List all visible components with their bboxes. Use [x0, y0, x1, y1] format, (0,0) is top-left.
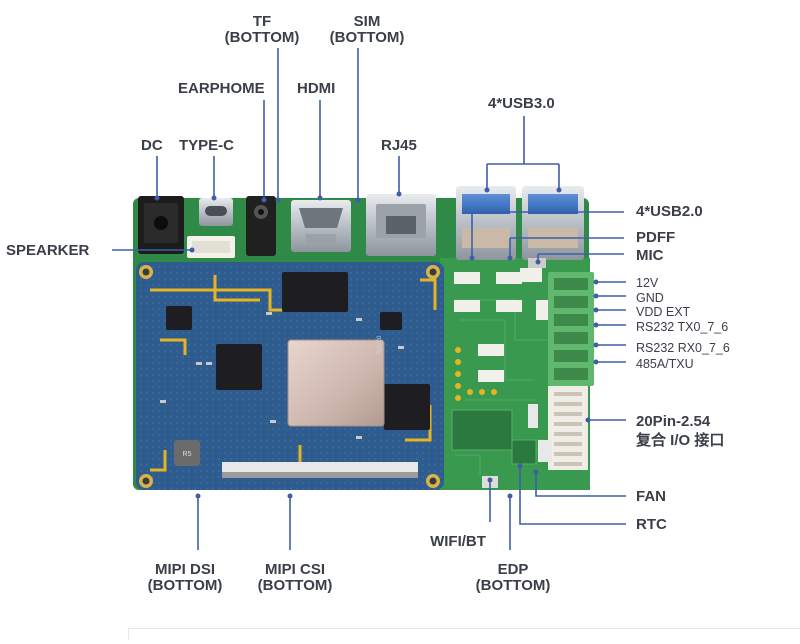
label-speaker: SPEARKER [6, 242, 90, 259]
right-components [451, 258, 594, 488]
label-typec: TYPE-C [179, 137, 235, 154]
label-gnd: GND [636, 291, 664, 305]
label-mic: MIC [636, 247, 664, 264]
label-dc: DC [141, 137, 163, 154]
typec-port [199, 198, 233, 226]
label-usb3: 4*USB3.0 [488, 95, 555, 112]
label-vdd-ext: VDD EXT [636, 305, 691, 319]
label-rj45: RJ45 [381, 137, 417, 154]
label-tf-title: TF [252, 13, 272, 30]
label-mipi-csi: MIPI CSI (BOTTOM) [258, 562, 333, 594]
label-mipi-dsi: MIPI DSI (BOTTOM) [148, 562, 223, 594]
label-hdmi: HDMI [297, 80, 336, 97]
leader-lines [112, 48, 626, 550]
label-mipi-dsi-sub: (BOTTOM) [147, 577, 223, 594]
label-mipi-dsi-title: MIPI DSI [154, 561, 215, 578]
label-20pin-sub: 复合 I/O 接口 [636, 432, 725, 449]
label-sim-title: SIM [353, 13, 381, 30]
leader-dots [154, 187, 599, 499]
label-20pin-title: 20Pin-2.54 [636, 413, 711, 430]
label-12v: 12V [636, 276, 659, 290]
label-earphone: EARPHOME [178, 80, 265, 97]
label-wifi-bt: WIFI/BT [430, 533, 486, 550]
dc-jack [138, 196, 184, 254]
svg-text:R5: R5 [183, 451, 192, 458]
label-20pin: 20Pin-2.54 复合 I/O 接口 [636, 412, 724, 450]
label-rs232-tx: RS232 TX0_7_6 [636, 320, 729, 334]
label-mipi-csi-sub: (BOTTOM) [257, 577, 333, 594]
label-rtc: RTC [636, 516, 667, 533]
earphone-jack [246, 196, 276, 256]
label-rs232-rx: RS232 RX0_7_6 [636, 341, 730, 355]
label-tf: TF (BOTTOM) [225, 14, 300, 46]
label-485a: 485A/TXU [636, 357, 694, 371]
image-frame-edge [128, 628, 800, 640]
label-tf-sub: (BOTTOM) [224, 29, 300, 46]
hdmi-port [291, 200, 351, 252]
label-sim-sub: (BOTTOM) [329, 29, 405, 46]
rj45-port [366, 194, 436, 256]
label-pdff: PDFF [636, 229, 676, 246]
speaker-connector [187, 236, 235, 258]
label-mipi-csi-title: MIPI CSI [264, 561, 325, 578]
label-fan: FAN [636, 488, 666, 505]
usb3-stack [456, 186, 584, 260]
label-usb2: 4*USB2.0 [636, 203, 703, 220]
label-edp-sub: (BOTTOM) [475, 577, 551, 594]
label-edp-title: EDP [497, 561, 529, 578]
module-marking: R2V20 [377, 335, 383, 354]
label-edp: EDP (BOTTOM) [476, 562, 551, 594]
core-module: R5 R2V20 [136, 262, 444, 490]
label-sim: SIM (BOTTOM) [330, 14, 405, 46]
